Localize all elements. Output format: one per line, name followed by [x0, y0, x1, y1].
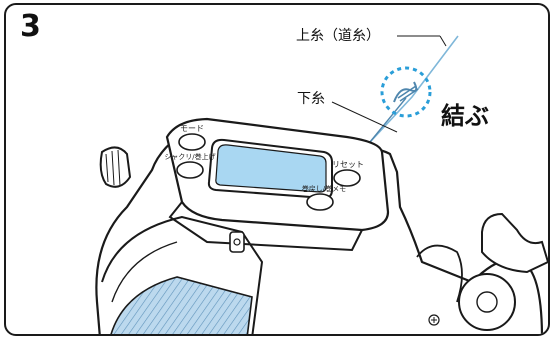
drag-lever	[481, 212, 548, 274]
button-memo-label: 巻戻し/巻メモ	[302, 184, 346, 193]
upper-line-label: 上糸（道糸）	[296, 28, 380, 44]
button-shakuri: シャクリ/巻上げ	[164, 152, 216, 179]
illustration-frame: モード シャクリ/巻上げ リセット 巻戻し/巻メモ	[4, 3, 550, 336]
button-memo: 巻戻し/巻メモ	[302, 184, 346, 211]
button-reset: リセット	[332, 160, 364, 187]
lower-line-leader	[331, 101, 398, 133]
spool	[110, 276, 253, 334]
button-reset-label: リセット	[332, 160, 364, 169]
upper-line-leader-diag	[439, 35, 447, 47]
tie-label: 結ぶ	[441, 102, 489, 130]
crank-knob	[99, 146, 132, 188]
reel-illustration: モード シャクリ/巻上げ リセット 巻戻し/巻メモ	[95, 35, 548, 334]
lower-line	[369, 97, 407, 143]
knot-icon	[393, 81, 419, 103]
knot-highlight-circle	[380, 66, 432, 118]
button-mode-label: モード	[180, 124, 204, 133]
display-screen	[215, 144, 327, 193]
lower-line-label: 下糸	[297, 91, 325, 107]
button-shakuri-label: シャクリ/巻上げ	[164, 152, 215, 161]
button-mode: モード	[178, 124, 206, 151]
step-number: 3	[20, 9, 41, 44]
